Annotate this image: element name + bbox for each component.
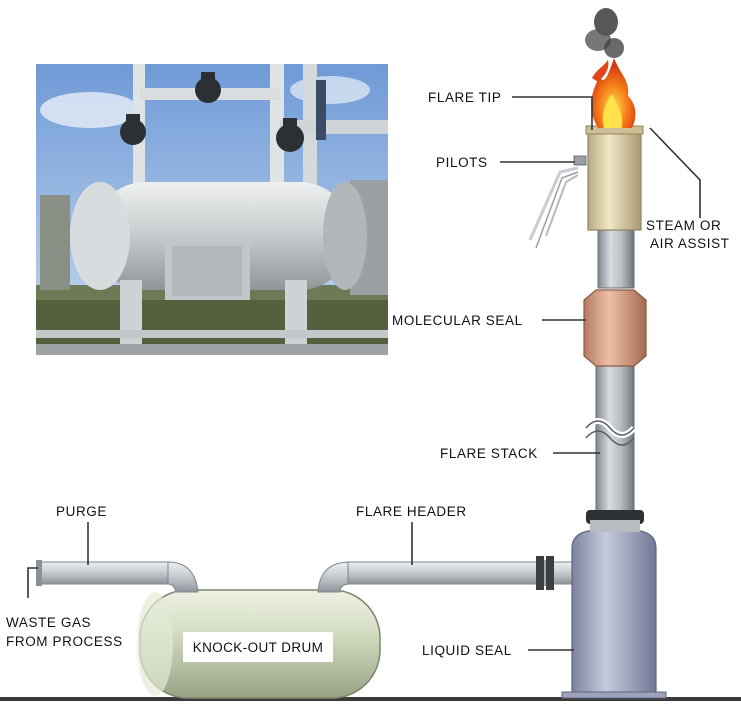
waste-gas-label-line2: FROM PROCESS	[6, 634, 123, 649]
purge-label: PURGE	[56, 504, 107, 519]
flare-stack	[583, 227, 644, 532]
leader-flare-tip	[512, 96, 593, 130]
molecular-seal	[583, 289, 647, 367]
drum-label-box	[183, 632, 333, 662]
steam-label-line2: AIR ASSIST	[650, 236, 730, 251]
liquid-seal-label: LIQUID SEAL	[422, 643, 512, 658]
flare-tip-label: FLARE TIP	[428, 90, 501, 105]
photo-inset	[36, 64, 388, 355]
molecular-seal-label: MOLECULAR SEAL	[392, 313, 523, 328]
ground-line	[0, 697, 741, 701]
leader-steam	[649, 127, 701, 218]
flare-header-label: FLARE HEADER	[356, 504, 467, 519]
steam-label-line1: STEAM OR	[646, 218, 721, 233]
liquid-seal	[561, 529, 667, 699]
flare-stack-label: FLARE STACK	[440, 446, 538, 461]
inlet-pipe	[36, 560, 199, 593]
knock-out-drum-label: KNOCK-OUT DRUM	[193, 640, 324, 655]
flare-header-pipe	[317, 556, 573, 593]
waste-gas-label-line1: WASTE GAS	[6, 615, 91, 630]
leader-lines	[27, 96, 701, 651]
flame	[585, 8, 636, 128]
labels: FLARE TIP PILOTS STEAM OR AIR ASSIST MOL…	[6, 90, 730, 658]
flare-tip	[573, 125, 644, 231]
pilots-label: PILOTS	[436, 155, 488, 170]
knock-out-drum: KNOCK-OUT DRUM	[137, 589, 381, 699]
pilot-lines	[528, 166, 579, 249]
leader-waste-gas	[27, 567, 38, 598]
